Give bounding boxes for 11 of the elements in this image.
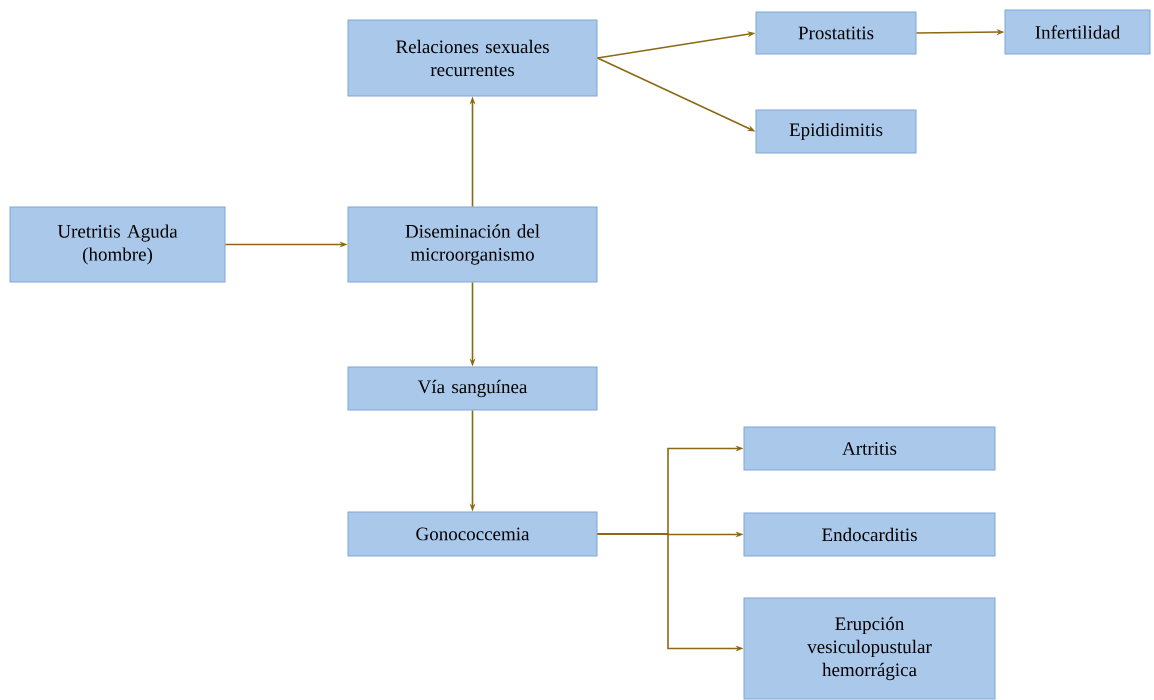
process-box: Diseminación del microorganismo: [347, 206, 598, 283]
process-box: Endocarditis: [743, 512, 996, 557]
process-box: Uretritis Aguda (hombre): [9, 206, 226, 283]
process-box: Vía sanguínea: [347, 366, 598, 411]
process-box: Epididimitis: [755, 109, 917, 154]
process-box: Relaciones sexuales recurrentes: [347, 19, 598, 97]
process-box: Prostatitis: [755, 11, 917, 55]
process-box: Infertilidad: [1004, 9, 1151, 55]
process-box: Gonococcemia: [347, 511, 598, 557]
process-box: Artritis: [743, 426, 996, 471]
process-box: Erupción vesiculopustular hemorrágica: [743, 597, 996, 700]
